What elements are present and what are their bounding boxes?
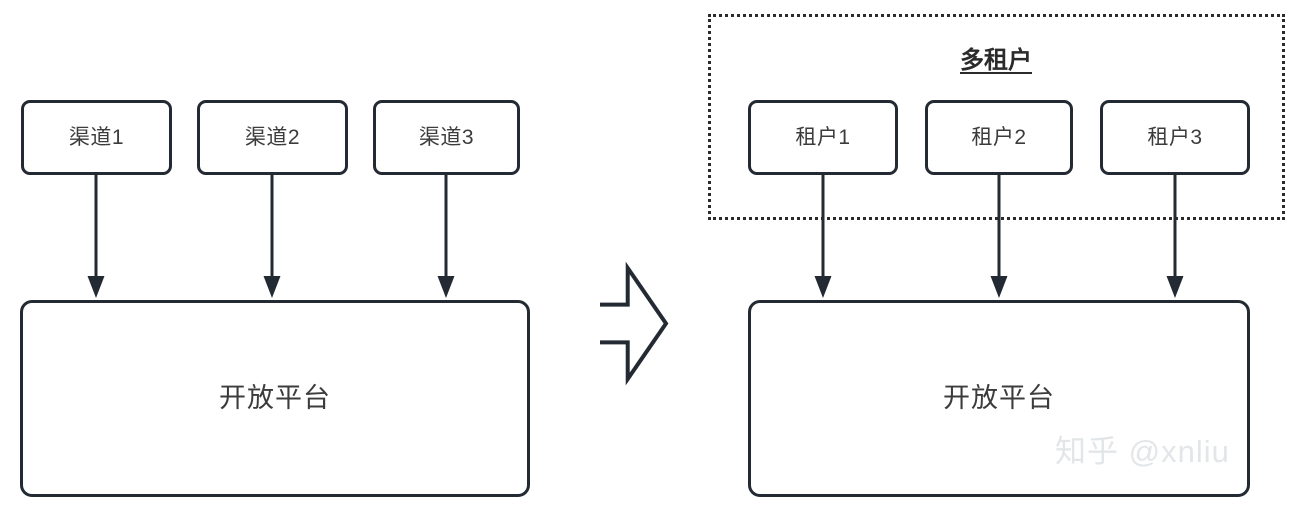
channel-label-1: 渠道1 <box>68 126 125 149</box>
multi-tenant-group-title: 多租户 <box>960 47 1032 74</box>
channel-box-2[interactable]: 渠道2 <box>197 100 348 175</box>
channel-label-2: 渠道2 <box>244 126 301 149</box>
tenant-label-1: 租户1 <box>795 126 851 149</box>
watermark: 知乎 @xnliu <box>1055 434 1230 469</box>
channel-box-1[interactable]: 渠道1 <box>21 100 172 175</box>
tenant-label-3: 租户3 <box>1147 126 1203 149</box>
channel-label-3: 渠道3 <box>418 126 475 149</box>
multi-tenant-group-box <box>708 14 1285 220</box>
right-platform-box[interactable]: 开放平台 <box>748 300 1250 497</box>
channel-box-3[interactable]: 渠道3 <box>373 100 520 175</box>
left-platform-label: 开放平台 <box>219 383 331 413</box>
tenant-label-2: 租户2 <box>971 126 1027 149</box>
tenant-box-2[interactable]: 租户2 <box>925 100 1073 175</box>
tenant-box-3[interactable]: 租户3 <box>1100 100 1250 175</box>
tenant-box-1[interactable]: 租户1 <box>748 100 898 175</box>
right-platform-label: 开放平台 <box>943 383 1055 413</box>
left-platform-box[interactable]: 开放平台 <box>20 300 530 497</box>
